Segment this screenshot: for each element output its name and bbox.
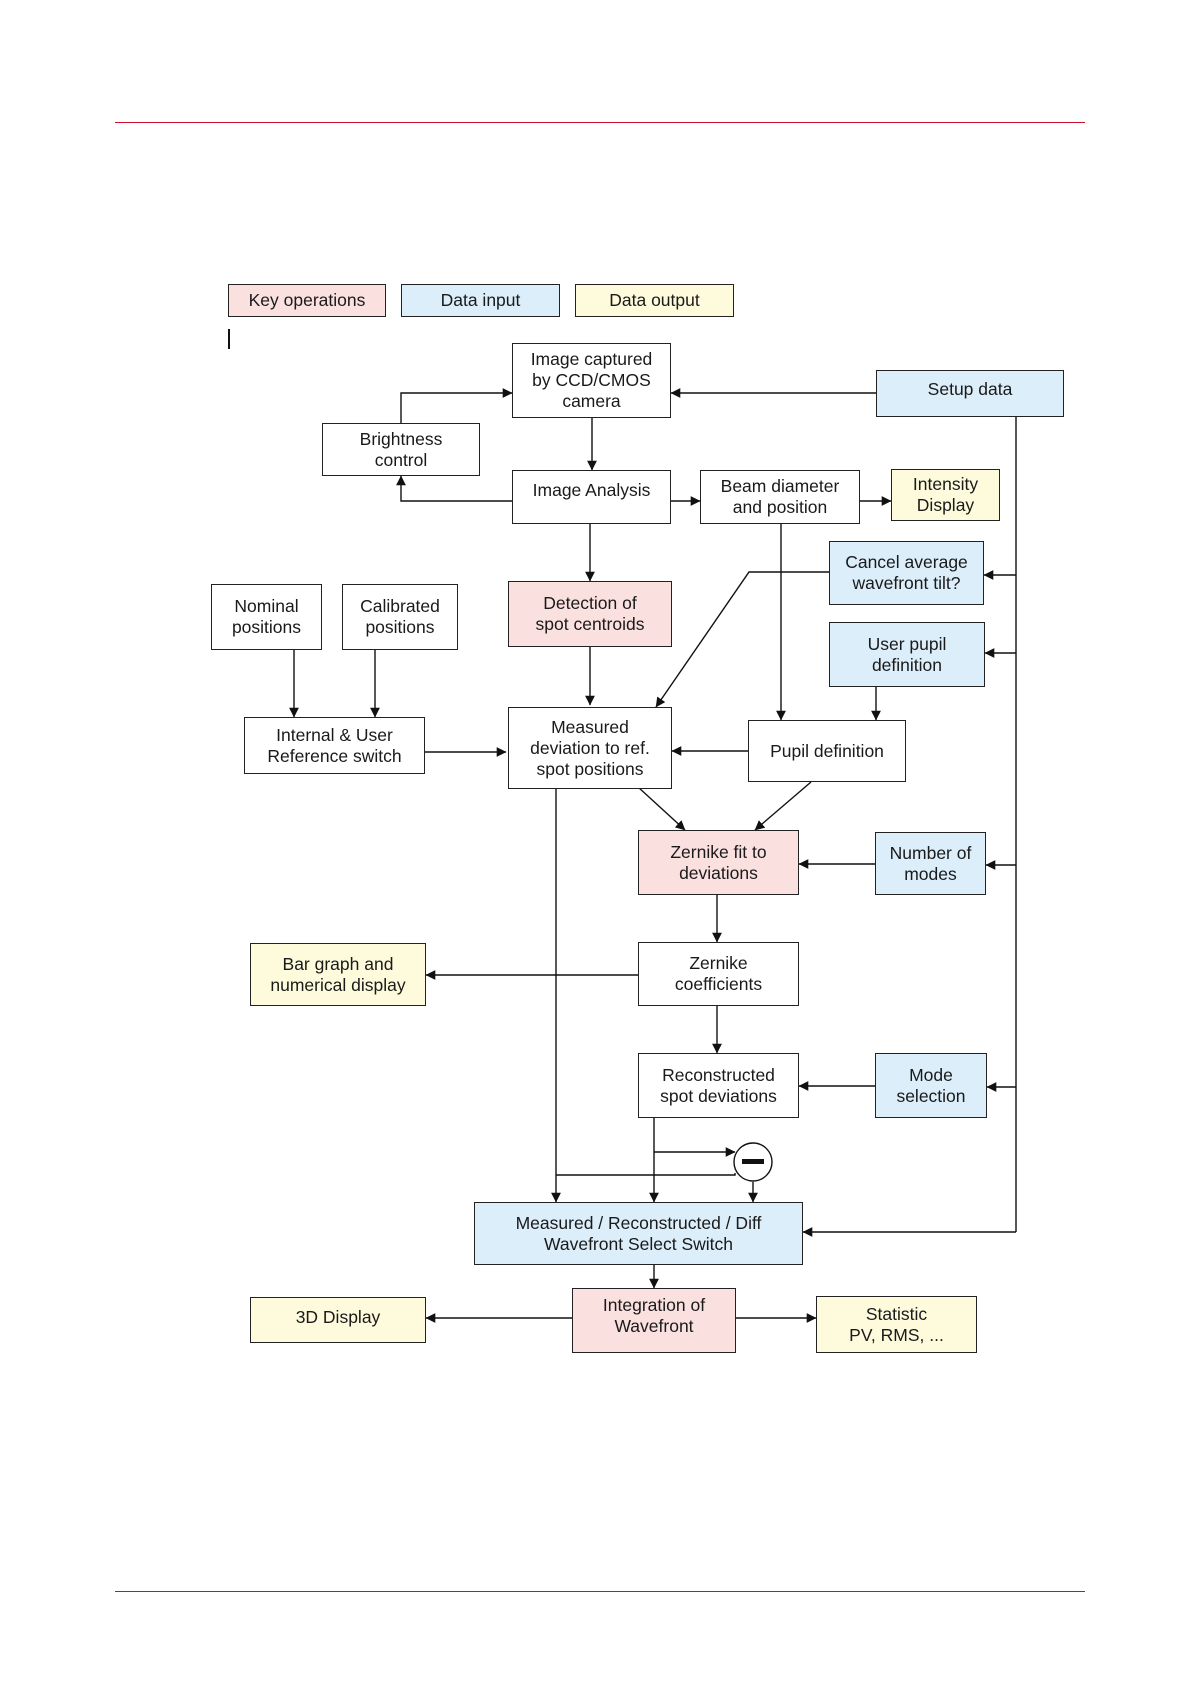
arrow-measured-to-minus	[556, 1173, 736, 1176]
node-intensity-display: Intensity Display	[891, 469, 1000, 521]
node-setup-data: Setup data	[876, 370, 1064, 417]
node-calibrated-positions: Calibrated positions	[342, 584, 458, 650]
node-reconstructed: Reconstructed spot deviations	[638, 1053, 799, 1118]
node-brightness-control: Brightness control	[322, 423, 480, 476]
node-3d-display: 3D Display	[250, 1297, 426, 1343]
node-mode-selection: Mode selection	[875, 1053, 987, 1118]
arrow-tilt-to-measured	[655, 571, 829, 708]
node-image-captured: Image captured by CCD/CMOS camera	[512, 343, 671, 418]
legend-key-operations: Key operations	[228, 284, 386, 317]
node-image-analysis: Image Analysis	[512, 470, 671, 524]
node-statistic: Statistic PV, RMS, ...	[816, 1296, 977, 1353]
node-nominal-positions: Nominal positions	[211, 584, 322, 650]
arrow-analysis-to-brightness	[396, 475, 512, 502]
legend-data-output: Data output	[575, 284, 734, 317]
node-zernike-fit: Zernike fit to deviations	[638, 830, 799, 895]
node-beam-diameter: Beam diameter and position	[700, 470, 860, 524]
footer-rule	[115, 1591, 1085, 1592]
difference-operator	[733, 1142, 773, 1182]
arrow-measured-to-zernike-fit	[637, 786, 686, 831]
node-reference-switch: Internal & User Reference switch	[244, 717, 425, 774]
node-integration: Integration of Wavefront	[572, 1288, 736, 1353]
arrow-brightness-to-capture	[400, 388, 513, 423]
text-cursor	[228, 329, 230, 349]
node-bar-graph: Bar graph and numerical display	[250, 943, 426, 1006]
legend-data-input: Data input	[401, 284, 560, 317]
node-user-pupil: User pupil definition	[829, 622, 985, 687]
node-cancel-tilt: Cancel average wavefront tilt?	[829, 541, 984, 605]
node-detection-centroids: Detection of spot centroids	[508, 581, 672, 647]
header-rule	[115, 122, 1085, 123]
node-number-of-modes: Number of modes	[875, 832, 986, 895]
node-zernike-coefficients: Zernike coefficients	[638, 942, 799, 1006]
arrow-pupil-to-zernike-fit	[754, 781, 812, 831]
node-select-switch: Measured / Reconstructed / Diff Wavefron…	[474, 1202, 803, 1265]
node-pupil-definition: Pupil definition	[748, 720, 906, 782]
node-measured-deviation: Measured deviation to ref. spot position…	[508, 707, 672, 789]
